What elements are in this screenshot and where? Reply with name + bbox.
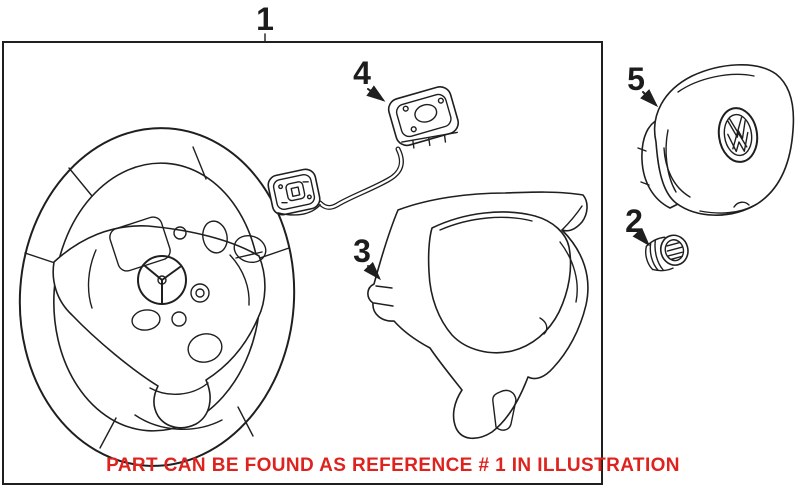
right-switch-module: [387, 85, 460, 149]
callout-4: 4: [353, 55, 386, 102]
callout-2: 2: [625, 203, 651, 247]
callout-1: 1: [256, 1, 274, 43]
screw-fastener: [645, 234, 689, 272]
steering-wheel-trim-cover: [367, 191, 589, 440]
callout-1-label: 1: [256, 1, 274, 37]
rim-seams: [24, 146, 290, 449]
callout-2-label: 2: [625, 203, 643, 239]
callout-2-arrow: [632, 227, 651, 247]
callout-5: 5: [627, 61, 659, 108]
steering-wheel: [18, 127, 296, 467]
callout-3: 3: [353, 233, 382, 281]
hub-details: [87, 216, 267, 430]
airbag-details: [637, 73, 755, 214]
vw-logo: [717, 107, 759, 163]
callout-4-label: 4: [353, 55, 371, 91]
callout-3-arrow: [363, 261, 382, 281]
multifunction-switch-assembly: [267, 85, 460, 216]
callout-5-label: 5: [627, 61, 645, 97]
callout-3-label: 3: [353, 233, 371, 269]
trim-details: [373, 205, 583, 431]
left-switch-module: [267, 168, 321, 216]
wheel-hub-plate: [52, 225, 266, 429]
reference-banner: PART CAN BE FOUND AS REFERENCE # 1 IN IL…: [106, 455, 680, 476]
airbag-module: [637, 64, 795, 216]
callout-4-arrow: [366, 85, 386, 102]
callout-5-arrow: [640, 89, 659, 108]
